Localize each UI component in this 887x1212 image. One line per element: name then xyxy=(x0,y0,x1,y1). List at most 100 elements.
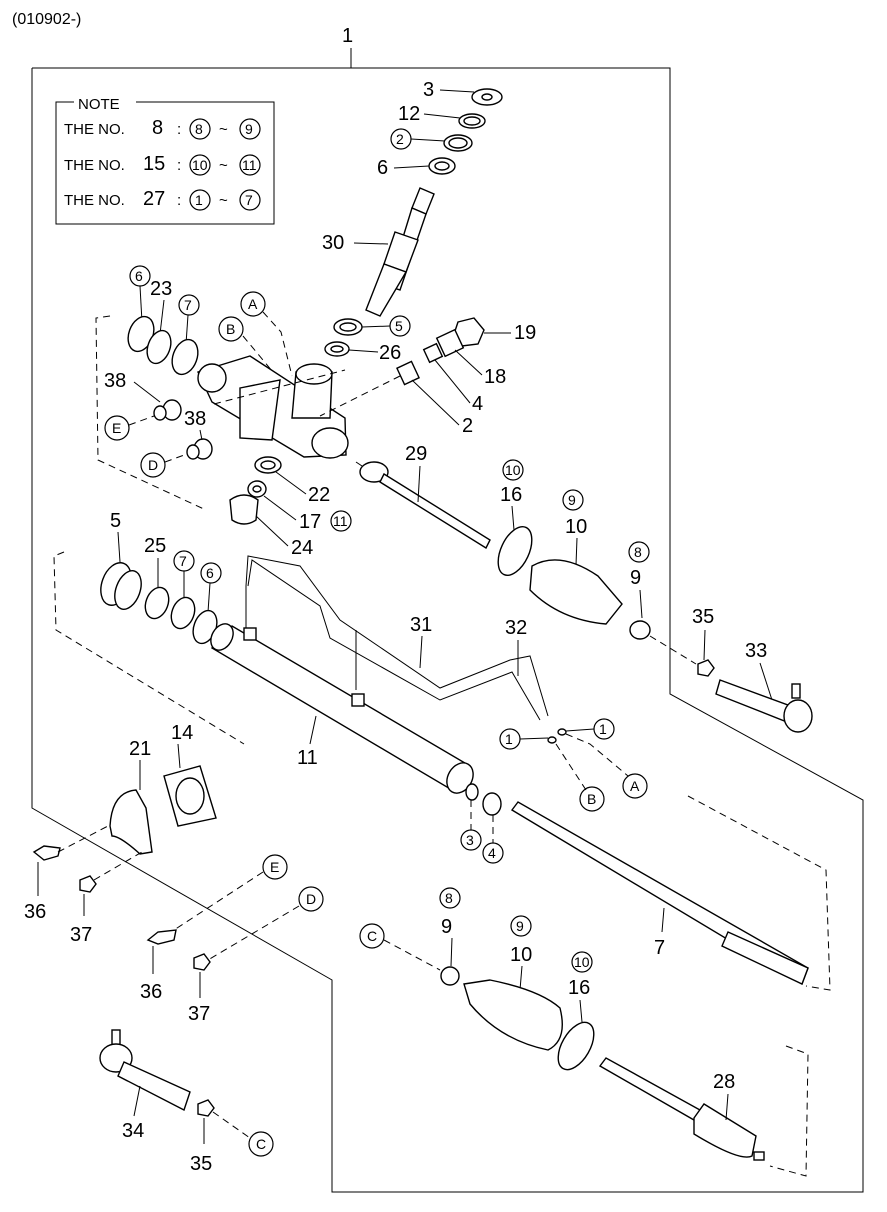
lower-right-outline xyxy=(769,1045,809,1177)
part-34-outer-tie-rod-end xyxy=(99,1029,191,1111)
ref-D-bottom: D xyxy=(306,891,316,907)
label-31: 31 xyxy=(410,614,432,636)
label-3: 3 xyxy=(423,79,434,101)
part-16-clip-a xyxy=(497,526,533,576)
label-36b: 36 xyxy=(140,981,162,1003)
label-9-circle-b: 9 xyxy=(516,918,524,934)
label-38b: 38 xyxy=(184,408,206,430)
label-11-circle: 11 xyxy=(333,513,348,529)
part-26-bushing xyxy=(324,341,350,357)
part-5-cylinder-end xyxy=(100,562,142,610)
part-14-mount-bush xyxy=(163,765,217,827)
middle-group-outline xyxy=(53,551,245,745)
label-4-circle: 4 xyxy=(488,845,496,861)
label-26: 26 xyxy=(379,342,401,364)
part-11-cylinder-tube xyxy=(210,623,474,794)
ref-A-top: A xyxy=(248,296,258,312)
part-1-oring-a xyxy=(547,736,557,744)
label-1-circle-b: 1 xyxy=(599,721,607,737)
label-10-circle-a: 10 xyxy=(505,462,521,478)
ref-D-left: D xyxy=(148,457,158,473)
svg-text:~: ~ xyxy=(219,192,228,209)
part-6-seal xyxy=(428,157,456,175)
part-33-outer-tie-rod-end xyxy=(715,679,813,733)
label-23: 23 xyxy=(150,278,172,300)
part-9-band-b xyxy=(440,966,460,986)
label-9a: 9 xyxy=(630,567,641,589)
part-24-cap xyxy=(229,494,259,525)
label-6-circle-a: 6 xyxy=(206,565,214,581)
part-22-seal xyxy=(254,456,282,474)
note-row-3-from: 1 xyxy=(195,192,203,208)
part-10-boot-a xyxy=(529,559,623,625)
svg-text:~: ~ xyxy=(219,121,228,138)
ref-B-top: B xyxy=(226,321,235,337)
part-38-bush-b xyxy=(186,438,213,460)
part-18-yoke-plug xyxy=(435,328,465,358)
svg-text:2: 2 xyxy=(396,131,404,147)
note-row-3-prefix: THE NO. xyxy=(64,192,125,209)
part-7-ring-a xyxy=(170,596,196,630)
assembly-number: 1 xyxy=(342,25,353,47)
label-25: 25 xyxy=(144,535,166,557)
part-29-inner-tie-rod xyxy=(355,461,491,550)
label-2: 2 xyxy=(462,415,473,437)
note-title: NOTE xyxy=(78,96,120,113)
label-16b: 16 xyxy=(568,977,590,999)
label-22: 22 xyxy=(308,484,330,506)
upper-group-outline xyxy=(95,315,207,511)
label-34: 34 xyxy=(122,1120,144,1142)
part-36-bolt-b xyxy=(146,929,177,945)
part-7-ring xyxy=(171,338,199,376)
part-4-seal xyxy=(482,792,502,816)
label-35a: 35 xyxy=(692,606,714,628)
label-37a: 37 xyxy=(70,924,92,946)
label-35b: 35 xyxy=(190,1153,212,1175)
note-row-2-from: 10 xyxy=(192,157,208,173)
label-5: 5 xyxy=(110,510,121,532)
part-23-ring xyxy=(146,329,172,365)
part-37-nut-a xyxy=(79,875,97,893)
ref-C-right: C xyxy=(367,928,377,944)
label-7-circle-a: 7 xyxy=(179,553,187,569)
part-31-32-pipes xyxy=(245,555,549,721)
note-row-2-prefix: THE NO. xyxy=(64,157,125,174)
part-21-clamp xyxy=(109,789,153,855)
ref-B-bottom: B xyxy=(587,791,596,807)
label-7-circle: 7 xyxy=(184,297,192,313)
note-row-2-to: 11 xyxy=(242,157,257,173)
svg-text::: : xyxy=(177,192,181,209)
note-row-1-from: 8 xyxy=(195,121,203,137)
label-28: 28 xyxy=(713,1071,735,1093)
label-10a: 10 xyxy=(565,516,587,538)
note-row-2-no: 15 xyxy=(143,153,165,175)
ref-E-bottom: E xyxy=(270,859,279,875)
part-12-ring xyxy=(458,113,486,129)
label-8-circle-b: 8 xyxy=(445,890,453,906)
label-11: 11 xyxy=(297,747,318,769)
part-7-rack-bar xyxy=(510,801,809,986)
label-12: 12 xyxy=(398,103,420,125)
label-9b: 9 xyxy=(441,916,452,938)
ref-C-left: C xyxy=(256,1136,266,1152)
label-16a: 16 xyxy=(500,484,522,506)
label-1-circle-a: 1 xyxy=(505,731,513,747)
label-17: 17 xyxy=(299,511,321,533)
part-36-bolt-a xyxy=(32,845,61,861)
part-37-nut-b xyxy=(193,953,211,971)
part-gear-housing xyxy=(197,355,349,459)
note-row-1-no: 8 xyxy=(152,117,163,139)
label-33: 33 xyxy=(745,640,767,662)
part-3-oring xyxy=(465,783,479,801)
part-38-bush-a xyxy=(153,399,182,421)
label-5-circle: 5 xyxy=(395,318,403,334)
part-5-ring xyxy=(333,318,363,336)
label-32: 32 xyxy=(505,617,527,639)
part-35-nut-b xyxy=(197,1099,215,1117)
label-4: 4 xyxy=(472,393,483,415)
part-25-ring xyxy=(144,586,170,620)
rack-outline xyxy=(687,795,831,991)
label-10-circle-b: 10 xyxy=(574,954,590,970)
assembly-frame xyxy=(31,67,864,1193)
label-6: 6 xyxy=(377,157,388,179)
